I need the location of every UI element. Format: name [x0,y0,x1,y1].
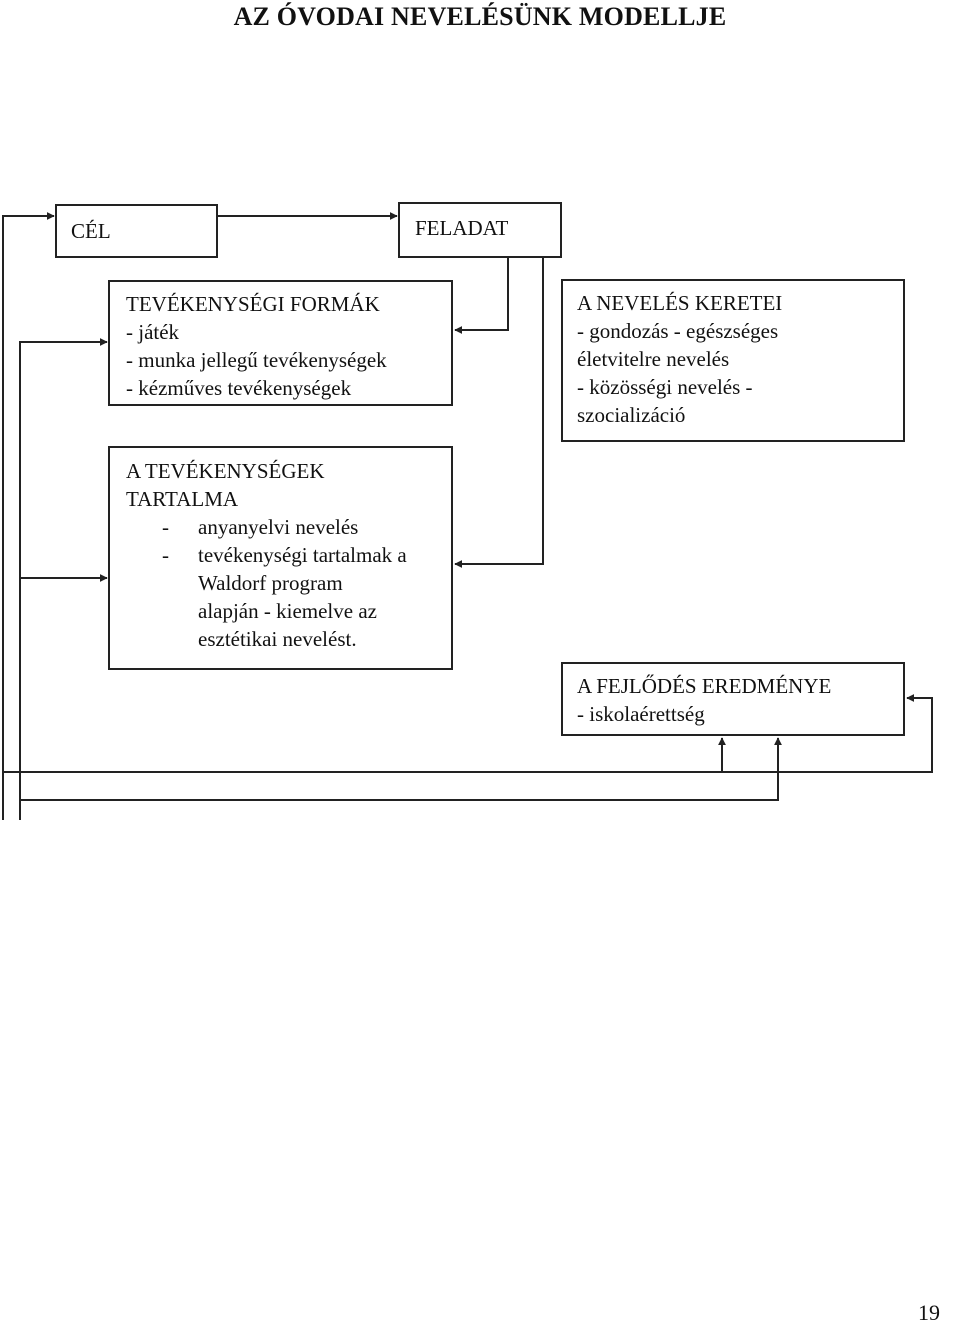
activity-content-continuation: alapján - kiemelve az [198,599,377,623]
activity-content-box: A TEVÉKENYSÉGEK TARTALMA - anyanyelvi ne… [108,446,453,670]
education-frames-box: A NEVELÉS KERETEI - gondozás - egészsége… [561,279,905,442]
connector-inner-to-fejlodes-bottom [20,737,782,801]
task-label: FELADAT [415,216,509,240]
development-result-heading: A FEJLŐDÉS EREDMÉNYE [577,674,832,698]
education-frames-item: - gondozás - egészséges [577,319,779,343]
connector-feladat-to-formak [454,258,509,334]
education-frames-item: - közösségi nevelés - [577,375,753,399]
education-frames-item: szocializáció [577,403,686,427]
list-dash: - [162,543,169,567]
activity-forms-item: - munka jellegű tevékenységek [126,348,387,372]
activity-content-continuation: Waldorf program [198,571,343,595]
goal-box: CÉL [55,204,218,258]
activity-content-item-text: tevékenységi tartalmak a [198,543,407,567]
page-number: 19 [918,1300,940,1325]
activity-content-item: - anyanyelvi nevelés [126,513,451,541]
education-frames-heading: A NEVELÉS KERETEI [577,291,783,315]
task-box: FELADAT [398,202,562,258]
activity-content-item-text: anyanyelvi nevelés [198,515,359,539]
activity-content-heading: TARTALMA [126,487,239,511]
connector-feladat-to-tartalma [454,258,544,568]
activity-forms-box: TEVÉKENYSÉGI FORMÁK - játék - munka jell… [108,280,453,406]
activity-forms-heading: TEVÉKENYSÉGI FORMÁK [126,292,380,316]
activity-forms-item: - kézműves tevékenységek [126,376,352,400]
connector-inner-left-to-formak [19,338,108,820]
activity-content-continuation: esztétikai nevelést. [198,627,357,651]
development-result-item: - iskolaérettség [577,702,705,726]
connector-left-loop-to-cel [2,212,55,820]
development-result-box: A FEJLŐDÉS EREDMÉNYE - iskolaérettség [561,662,905,736]
list-dash: - [162,515,169,539]
connector-outer-to-fejlodes-right [3,694,933,773]
education-frames-item: életvitelre nevelés [577,347,730,371]
activity-forms-item: - játék [126,320,180,344]
activity-content-item: - tevékenységi tartalmak a [126,541,451,569]
activity-content-heading: A TEVÉKENYSÉGEK [126,459,325,483]
goal-label: CÉL [71,219,111,243]
page-title: AZ ÓVODAI NEVELÉSÜNK MODELLJE [233,2,727,31]
